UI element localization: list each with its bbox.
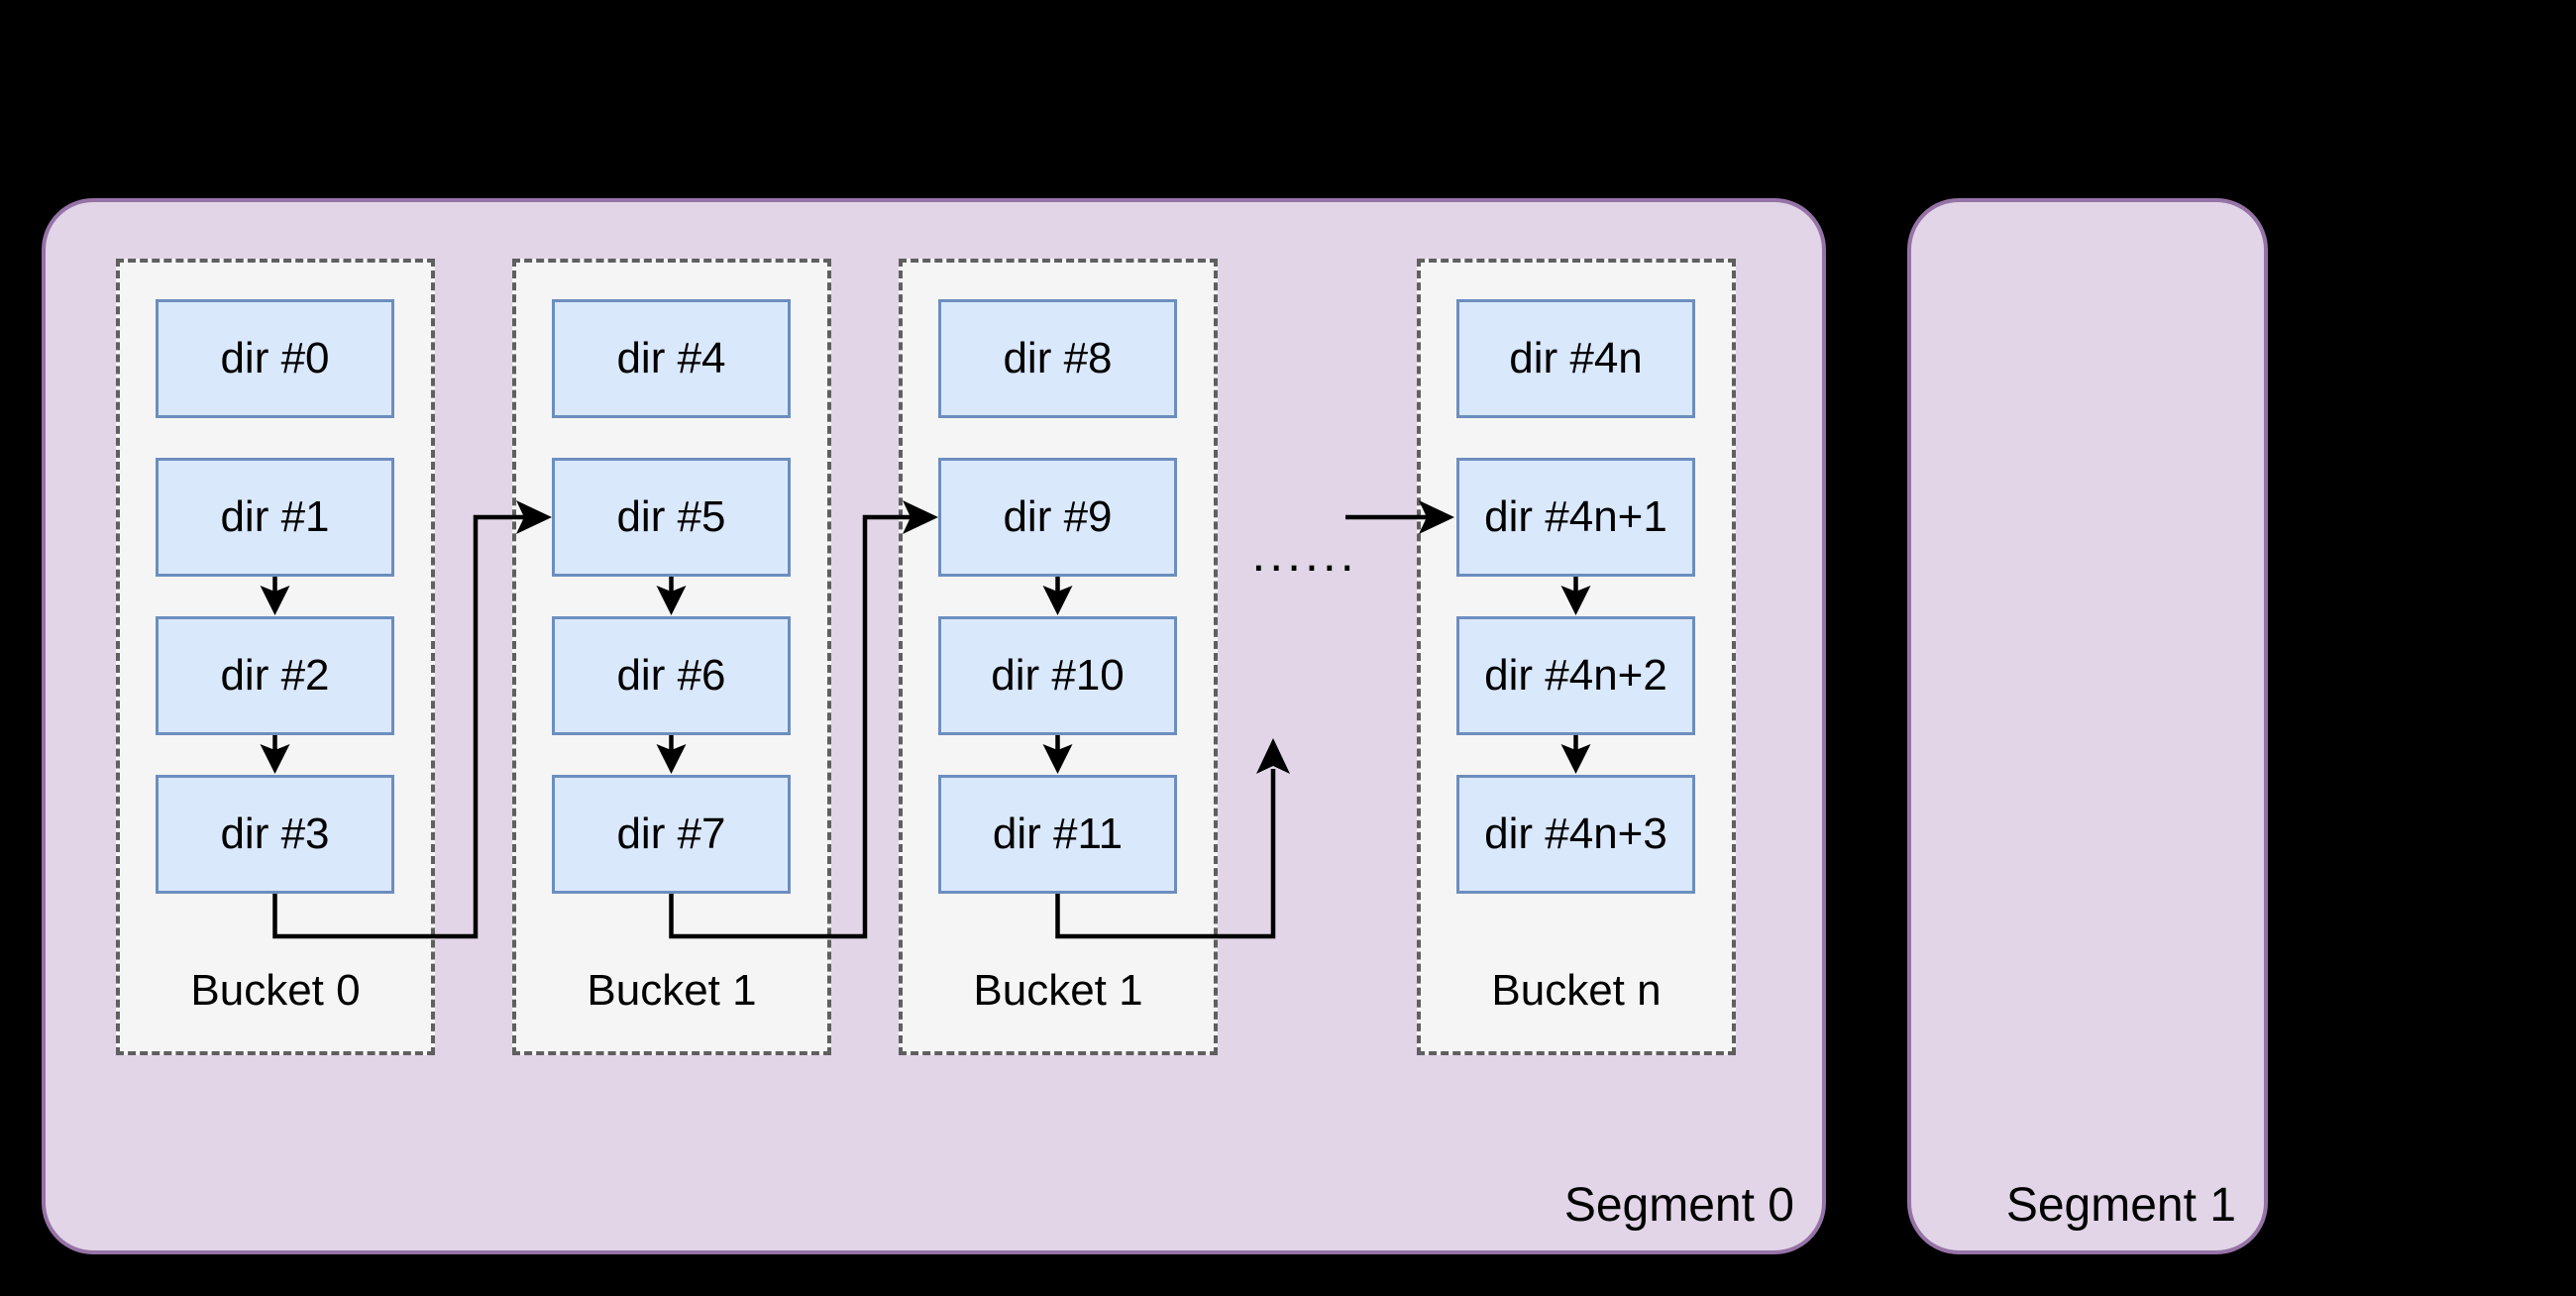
continuation-dots: ...... xyxy=(1251,526,1358,582)
bucket-1: dir #4 dir #5 dir #6 dir #7 Bucket 1 xyxy=(512,259,831,1055)
bucket-n: dir #4n dir #4n+1 dir #4n+2 dir #4n+3 Bu… xyxy=(1417,259,1736,1055)
bucket-2-label: Bucket 1 xyxy=(973,966,1143,1015)
bucket-2: dir #8 dir #9 dir #10 dir #11 Bucket 1 xyxy=(899,259,1218,1055)
dir-box-3: dir #3 xyxy=(156,775,394,894)
bucket-n-label: Bucket n xyxy=(1491,966,1662,1015)
dir-box-8: dir #8 xyxy=(938,299,1177,418)
dir-box-4n3: dir #4n+3 xyxy=(1456,775,1695,894)
bucket-1-label: Bucket 1 xyxy=(587,966,757,1015)
dir-box-5: dir #5 xyxy=(552,458,791,577)
bucket-0-label: Bucket 0 xyxy=(190,966,361,1015)
dir-box-9: dir #9 xyxy=(938,458,1177,577)
segment-1-label: Segment 1 xyxy=(2005,1179,2236,1233)
segment-1-container: Segment 1 xyxy=(1907,198,2268,1254)
dir-box-4n1: dir #4n+1 xyxy=(1456,458,1695,577)
dir-box-1: dir #1 xyxy=(156,458,394,577)
segment-0-label: Segment 0 xyxy=(1563,1179,1794,1233)
dir-box-4n2: dir #4n+2 xyxy=(1456,616,1695,735)
dir-box-7: dir #7 xyxy=(552,775,791,894)
dir-box-4: dir #4 xyxy=(552,299,791,418)
dir-box-4n: dir #4n xyxy=(1456,299,1695,418)
dir-box-2: dir #2 xyxy=(156,616,394,735)
dir-box-10: dir #10 xyxy=(938,616,1177,735)
bucket-0: dir #0 dir #1 dir #2 dir #3 Bucket 0 xyxy=(116,259,435,1055)
dir-box-11: dir #11 xyxy=(938,775,1177,894)
dir-box-6: dir #6 xyxy=(552,616,791,735)
dir-box-0: dir #0 xyxy=(156,299,394,418)
